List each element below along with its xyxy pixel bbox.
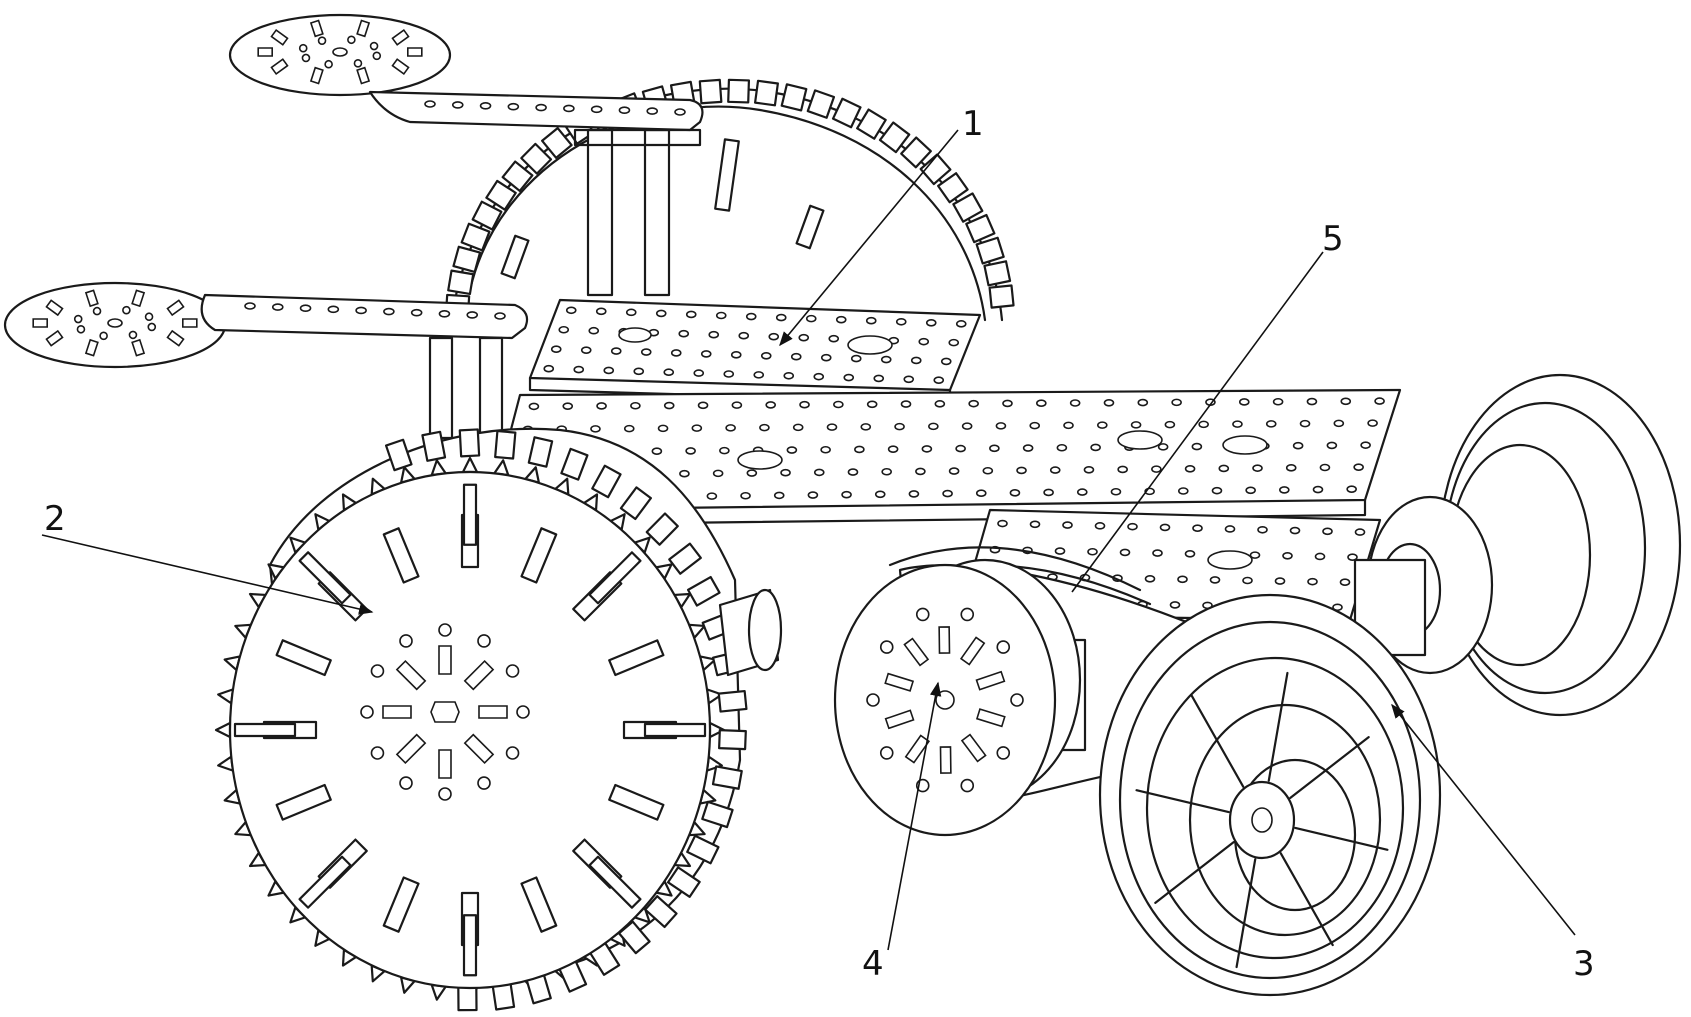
front-right-wheel: [1100, 595, 1440, 995]
upper-deck-plate: [530, 300, 980, 402]
callout-5: 5: [1072, 219, 1344, 592]
front-spiked-wheel: [216, 429, 746, 1010]
leader-line-2: [42, 535, 374, 615]
track-drive-wheel: [835, 560, 1080, 835]
callout-label-4: 4: [862, 944, 884, 984]
rear-right-wheel: [1355, 375, 1680, 715]
leader-line-1: [779, 130, 958, 347]
callout-label-5: 5: [1322, 219, 1344, 259]
main-chassis-plate: [490, 390, 1400, 525]
callout-4: 4: [862, 681, 942, 984]
leader-line-5: [1072, 252, 1323, 592]
upper-antenna-disc: [230, 15, 702, 295]
callout-label-1: 1: [962, 104, 984, 144]
leader-line-3: [1391, 703, 1575, 935]
callout-label-2: 2: [44, 499, 66, 539]
callout-label-3: 3: [1573, 944, 1595, 984]
callout-3: 3: [1391, 703, 1595, 984]
callout-2: 2: [42, 499, 374, 615]
leader-line-4: [888, 681, 942, 950]
motor-cylinder: [720, 590, 781, 675]
lower-antenna-disc: [5, 283, 527, 438]
callout-1: 1: [779, 104, 984, 347]
